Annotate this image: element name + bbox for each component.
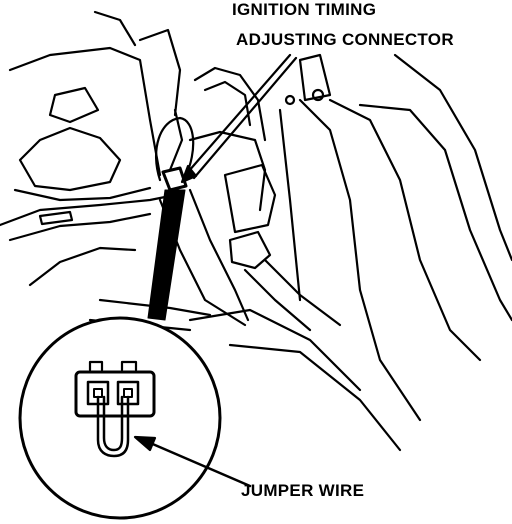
firewall-bracket	[160, 68, 340, 330]
detail-circle	[20, 318, 220, 518]
right-fender	[280, 55, 512, 420]
connector-label-line1: IGNITION TIMING	[232, 0, 377, 19]
jumper-wire	[98, 397, 128, 456]
leader-lines	[148, 55, 296, 320]
jumper-leader	[135, 437, 250, 486]
connector-wire-loop	[156, 118, 193, 190]
left-body-panel	[0, 12, 180, 285]
jumper-wire-label: JUMPER WIRE	[241, 481, 365, 500]
connector-label-line2: ADJUSTING CONNECTOR	[236, 30, 454, 49]
